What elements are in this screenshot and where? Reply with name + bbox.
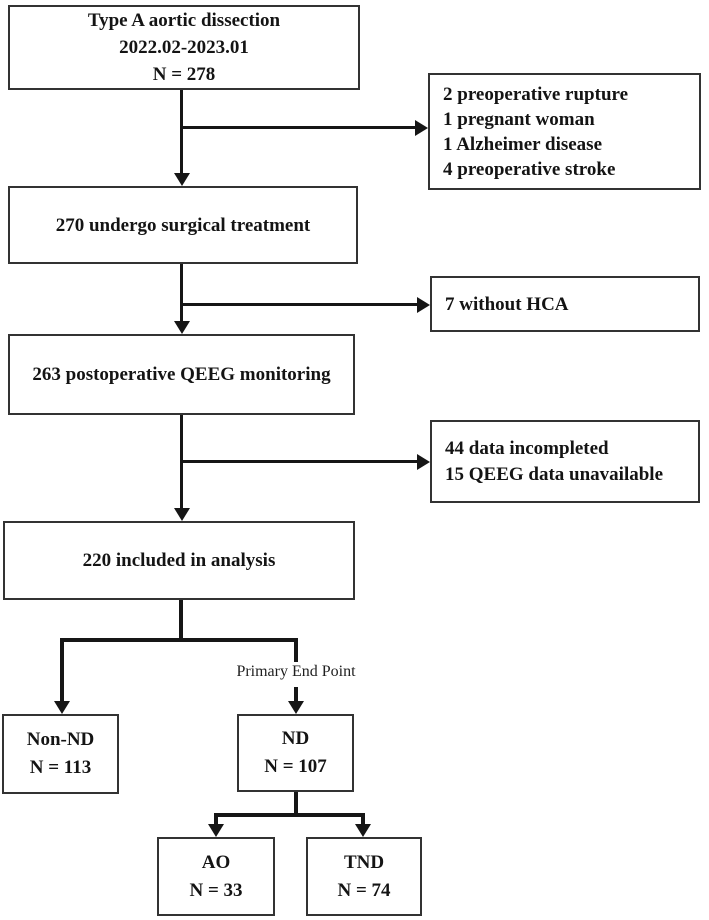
box-excluded-preop-line-2: 1 pregnant woman bbox=[443, 108, 595, 130]
box-surgical-treatment-line: 270 undergo surgical treatment bbox=[55, 214, 311, 236]
box-nd: ND N = 107 bbox=[237, 714, 354, 792]
arrowhead-into-ao bbox=[208, 824, 224, 837]
box-included-analysis-line: 220 included in analysis bbox=[82, 550, 276, 571]
arrowhead-into-excluded-preop bbox=[415, 120, 428, 136]
connector-split-top bbox=[60, 638, 298, 642]
arrowhead-into-surgical bbox=[174, 173, 190, 186]
connector-split-bottom bbox=[214, 813, 365, 817]
box-without-hca-line: 7 without HCA bbox=[445, 293, 569, 315]
connector-drop-ao bbox=[214, 813, 218, 826]
arrowhead-into-analysis bbox=[174, 508, 190, 521]
box-nd-line-2: N = 107 bbox=[264, 756, 327, 777]
connector-to-without-hca bbox=[183, 303, 417, 306]
arrowhead-into-nd bbox=[288, 701, 304, 714]
box-start-line-1: Type A aortic dissection bbox=[87, 10, 281, 31]
box-excluded-data-line-2: 15 QEEG data unavailable bbox=[445, 463, 664, 485]
box-tnd-line-1: TND bbox=[343, 851, 385, 873]
box-tnd-line-2: N = 74 bbox=[337, 879, 391, 901]
box-excluded-preop-line-4: 4 preoperative stroke bbox=[443, 158, 616, 180]
connector-drop-non-nd bbox=[60, 638, 64, 702]
box-non-nd-line-1: Non-ND bbox=[26, 729, 95, 750]
arrowhead-into-tnd bbox=[355, 824, 371, 837]
box-tnd: TND N = 74 bbox=[306, 837, 422, 916]
box-start-line-2: 2022.02-2023.01 bbox=[119, 37, 249, 58]
primary-end-point-label: Primary End Point bbox=[211, 663, 381, 681]
box-excluded-preop-line-1: 2 preoperative rupture bbox=[443, 83, 629, 105]
connector-drop-nd-lower bbox=[294, 687, 298, 702]
box-excluded-preop: 2 preoperative rupture 1 pregnant woman … bbox=[428, 73, 701, 190]
box-excluded-data-line-1: 44 data incompleted bbox=[445, 437, 609, 459]
box-without-hca: 7 without HCA bbox=[430, 276, 700, 332]
arrowhead-into-excluded-data bbox=[417, 454, 430, 470]
connector-analysis-down bbox=[179, 600, 183, 642]
box-ao: AO N = 33 bbox=[157, 837, 275, 916]
box-ao-line-2: N = 33 bbox=[189, 879, 243, 901]
connector-qeeg-to-analysis bbox=[180, 415, 183, 508]
box-start: Type A aortic dissection 2022.02-2023.01… bbox=[8, 5, 360, 90]
arrowhead-into-without-hca bbox=[417, 297, 430, 313]
box-nd-line-1: ND bbox=[281, 728, 310, 749]
connector-drop-tnd bbox=[361, 813, 365, 826]
box-excluded-data: 44 data incompleted 15 QEEG data unavail… bbox=[430, 420, 700, 503]
connector-start-to-surgical bbox=[180, 90, 183, 174]
box-start-line-3: N = 278 bbox=[152, 64, 216, 85]
box-excluded-preop-line-3: 1 Alzheimer disease bbox=[443, 133, 603, 155]
box-surgical-treatment: 270 undergo surgical treatment bbox=[8, 186, 358, 264]
connector-drop-nd-upper bbox=[294, 638, 298, 662]
box-qeeg-monitoring-line: 263 postoperative QEEG monitoring bbox=[32, 364, 331, 385]
box-ao-line-1: AO bbox=[201, 851, 231, 873]
box-qeeg-monitoring: 263 postoperative QEEG monitoring bbox=[8, 334, 355, 415]
box-non-nd: Non-ND N = 113 bbox=[2, 714, 119, 794]
arrowhead-into-non-nd bbox=[54, 701, 70, 714]
connector-to-excluded-data bbox=[183, 460, 417, 463]
connector-nd-down bbox=[294, 792, 298, 817]
connector-to-excluded-preop bbox=[183, 126, 417, 129]
connector-surgical-to-qeeg bbox=[180, 264, 183, 322]
box-non-nd-line-2: N = 113 bbox=[29, 757, 92, 778]
box-included-analysis: 220 included in analysis bbox=[3, 521, 355, 600]
arrowhead-into-qeeg bbox=[174, 321, 190, 334]
